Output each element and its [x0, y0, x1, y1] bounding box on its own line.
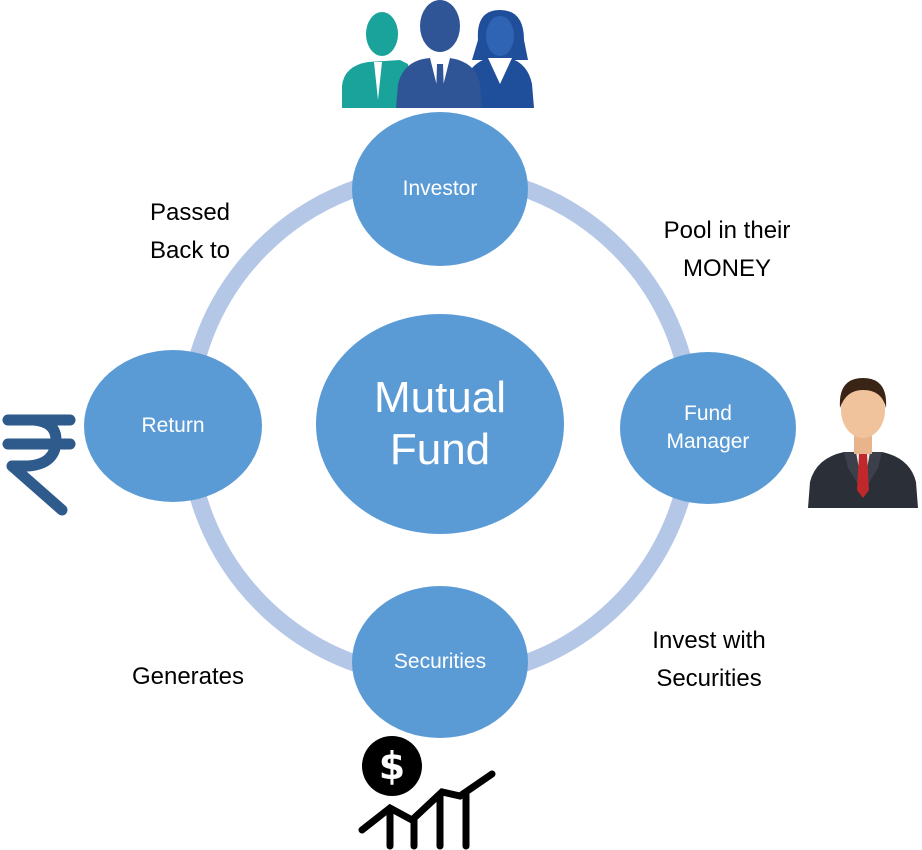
node-investor: Investor: [352, 112, 528, 266]
edge-label-generates: Generates: [131, 663, 245, 690]
fund-manager-icon: [808, 378, 918, 508]
edge-label-invest-securities: Invest with Securities: [652, 627, 766, 693]
node-fund-manager: Fund Manager: [620, 352, 796, 504]
rupee-icon: [2, 414, 76, 516]
edge-label-passed-back-to: Passed Back to: [149, 199, 231, 265]
node-fund-manager-label: Fund Manager: [666, 401, 750, 453]
center-node-mutual-fund: Mutual Fund: [316, 314, 564, 534]
node-investor-label: Investor: [402, 177, 478, 200]
svg-text:$: $: [379, 744, 405, 788]
edge-label-pool-money: Pool in their MONEY: [663, 217, 791, 283]
node-securities: Securities: [352, 586, 528, 738]
center-label: Mutual Fund: [373, 373, 507, 474]
investors-group-icon: [342, 0, 534, 108]
dollar-growth-chart-icon: $: [358, 736, 496, 850]
node-securities-label: Securities: [393, 650, 487, 673]
node-return: Return: [84, 350, 262, 502]
node-return-label: Return: [141, 414, 205, 437]
